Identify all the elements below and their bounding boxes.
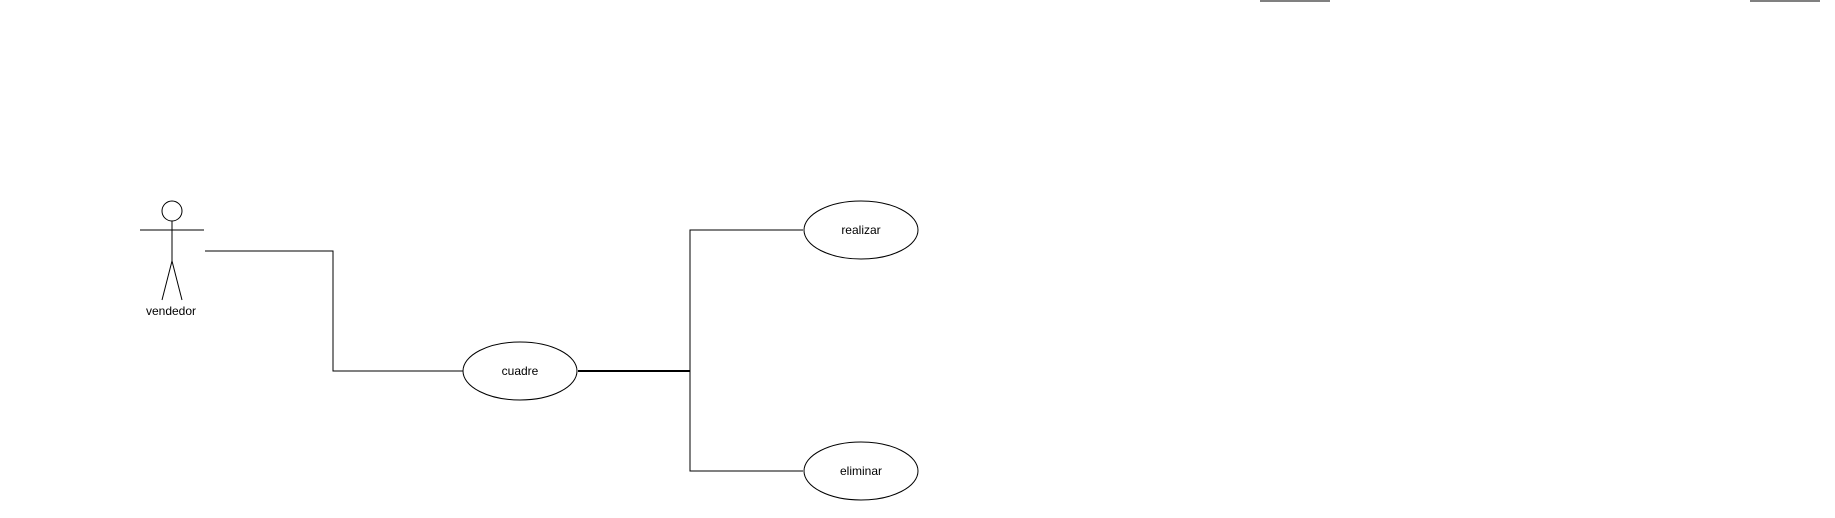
- connector-cuadre-realizar[interactable]: [689, 229, 803, 371]
- connector-cuadre-eliminar[interactable]: [689, 371, 803, 472]
- use-case-label: realizar: [841, 223, 880, 237]
- actor-right-leg: [171, 260, 183, 301]
- actor-vendedor[interactable]: vendedor: [140, 200, 204, 318]
- use-case-label: eliminar: [840, 464, 882, 478]
- use-case-eliminar[interactable]: eliminar: [803, 441, 919, 501]
- use-case-realizar[interactable]: realizar: [803, 200, 919, 260]
- connector-vendedor-cuadre[interactable]: [205, 250, 463, 372]
- actor-label: vendedor: [146, 304, 196, 318]
- actor-left-leg: [161, 260, 173, 301]
- use-case-cuadre[interactable]: cuadre: [462, 341, 578, 401]
- use-case-ellipse: [462, 341, 578, 401]
- use-case-label: cuadre: [502, 364, 539, 378]
- actor-head: [161, 200, 183, 222]
- use-case-ellipse: [803, 200, 919, 260]
- use-case-ellipse: [803, 441, 919, 501]
